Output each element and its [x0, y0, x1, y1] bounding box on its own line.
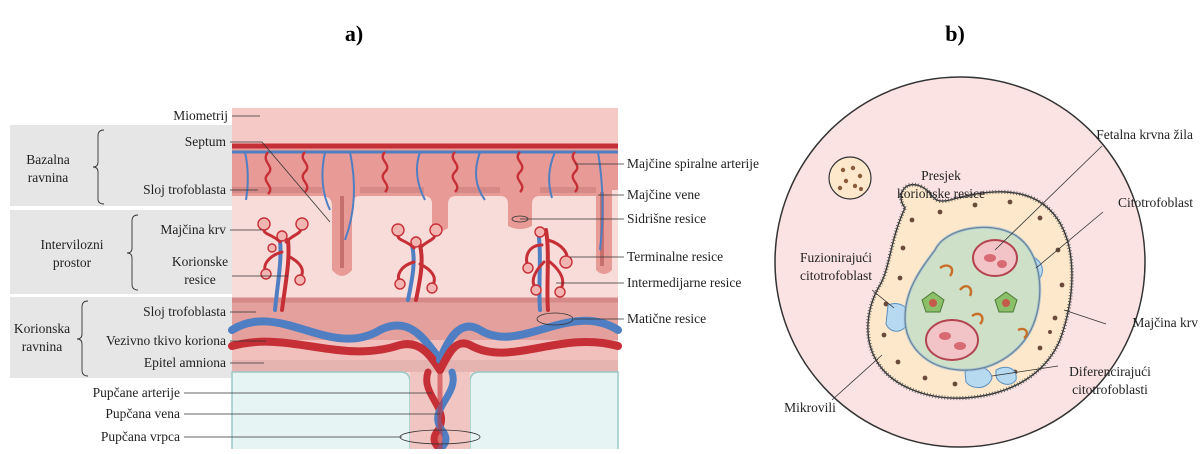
label-presjek-line1: Presjek — [921, 168, 961, 183]
group-intervilozni-line2: prostor — [53, 255, 92, 270]
label-presjek-line2: korionske resice — [897, 186, 985, 201]
panel-b-letter: b) — [945, 21, 965, 46]
amniotic-cavity-right — [470, 372, 618, 449]
panel-b: Presjek korionske resice Fetalna krvna ž… — [775, 77, 1198, 447]
label-citotrofoblast: Citotrofoblast — [1118, 195, 1193, 210]
label-majcina-krv: Majčina krv — [160, 222, 226, 237]
label-korionske-resice-line1: Korionske — [172, 254, 228, 269]
label-fetalna-krvna-zila: Fetalna krvna žila — [1096, 127, 1193, 142]
label-diferencirajuci-line1: Diferencirajući — [1069, 364, 1151, 379]
label-spiralne-arterije: Majčine spiralne arterije — [627, 156, 759, 171]
label-diferencirajuci-line2: citotrofoblasti — [1072, 382, 1148, 397]
label-pupcane-arterije: Pupčane arterije — [93, 385, 180, 400]
label-maticne-resice: Matične resice — [627, 311, 706, 326]
chorionic-plate — [232, 300, 618, 340]
label-pupcana-vena: Pupčana vena — [105, 406, 180, 421]
label-majcine-vene: Majčine vene — [627, 187, 700, 202]
label-epitel-amniona: Epitel amniona — [144, 355, 226, 370]
small-villus-section — [829, 157, 871, 199]
group-korionska-line2: ravnina — [22, 339, 62, 354]
label-vezivno-tkivo: Vezivno tkivo koriona — [106, 333, 226, 348]
label-pupcana-vrpca: Pupčana vrpca — [101, 429, 180, 444]
panel-a-letter: a) — [345, 21, 363, 46]
label-sloj-trofoblasta-bottom: Sloj trofoblasta — [143, 304, 226, 319]
label-korionske-resice-line2: resice — [184, 272, 215, 287]
label-fuzionirajuci-line1: Fuzionirajući — [800, 250, 872, 265]
amniotic-cavity-left — [232, 372, 410, 449]
label-miometrij: Miometrij — [173, 108, 228, 123]
panel-a: Bazalna ravnina Intervilozni prostor Kor… — [10, 108, 759, 449]
label-fuzionirajuci-line2: citotrofoblast — [800, 268, 872, 283]
group-bazalna-line2: ravnina — [28, 170, 68, 185]
group-korionska-line1: Korionska — [14, 321, 70, 336]
myometrium-layer — [232, 108, 618, 146]
label-terminalne-resice: Terminalne resice — [627, 249, 723, 264]
group-intervilozni-line1: Intervilozni — [41, 237, 104, 252]
group-bazalna-line1: Bazalna — [26, 152, 69, 167]
label-septum: Septum — [185, 134, 227, 149]
label-intermedijarne-resice: Intermedijarne resice — [627, 275, 741, 290]
label-sloj-trofoblasta-top: Sloj trofoblasta — [143, 182, 226, 197]
label-sidrisne-resice: Sidrišne resice — [627, 211, 706, 226]
label-majcina-krv-b: Majčina krv — [1132, 315, 1198, 330]
label-mikrovili: Mikrovili — [784, 400, 836, 415]
